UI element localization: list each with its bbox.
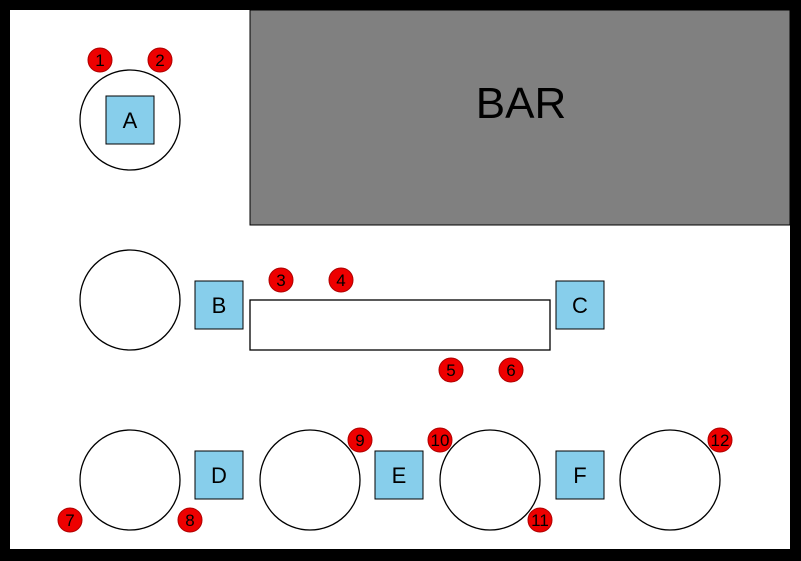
marker-11: 11 [527, 507, 553, 533]
bar-area [249, 9, 791, 226]
marker-4-label: 4 [336, 271, 345, 290]
round-table-4 [619, 429, 721, 531]
station-e: E [374, 450, 424, 500]
marker-6: 6 [498, 357, 524, 383]
marker-9-label: 9 [355, 431, 364, 450]
marker-11-label: 11 [531, 511, 549, 530]
long-table [249, 299, 551, 351]
station-c: C [555, 280, 605, 330]
round-table-b [79, 249, 181, 351]
station-b: B [194, 280, 244, 330]
marker-8-label: 8 [185, 511, 194, 530]
marker-1: 1 [87, 47, 113, 73]
marker-10-label: 10 [431, 431, 450, 450]
station-f-label: F [573, 463, 586, 488]
marker-5: 5 [438, 357, 464, 383]
marker-8: 8 [177, 507, 203, 533]
marker-3-label: 3 [276, 271, 285, 290]
station-d-label: D [211, 463, 227, 488]
station-d: D [194, 450, 244, 500]
round-table-3 [439, 429, 541, 531]
round-table-d [79, 429, 181, 531]
marker-9: 9 [347, 427, 373, 453]
marker-2-label: 2 [155, 51, 164, 70]
round-table-2 [259, 429, 361, 531]
marker-10: 10 [427, 427, 453, 453]
marker-12-label: 12 [711, 431, 730, 450]
marker-1-label: 1 [95, 51, 104, 70]
marker-3: 3 [268, 267, 294, 293]
marker-5-label: 5 [446, 361, 455, 380]
marker-7: 7 [57, 507, 83, 533]
station-b-label: B [212, 293, 227, 318]
station-a: A [105, 95, 155, 145]
marker-4: 4 [328, 267, 354, 293]
marker-7-label: 7 [65, 511, 74, 530]
station-f: F [555, 450, 605, 500]
station-e-label: E [392, 463, 407, 488]
marker-2: 2 [147, 47, 173, 73]
marker-12: 12 [707, 427, 733, 453]
station-a-label: A [123, 108, 138, 133]
bar-label: BAR [476, 79, 566, 128]
station-c-label: C [572, 293, 588, 318]
marker-6-label: 6 [506, 361, 515, 380]
